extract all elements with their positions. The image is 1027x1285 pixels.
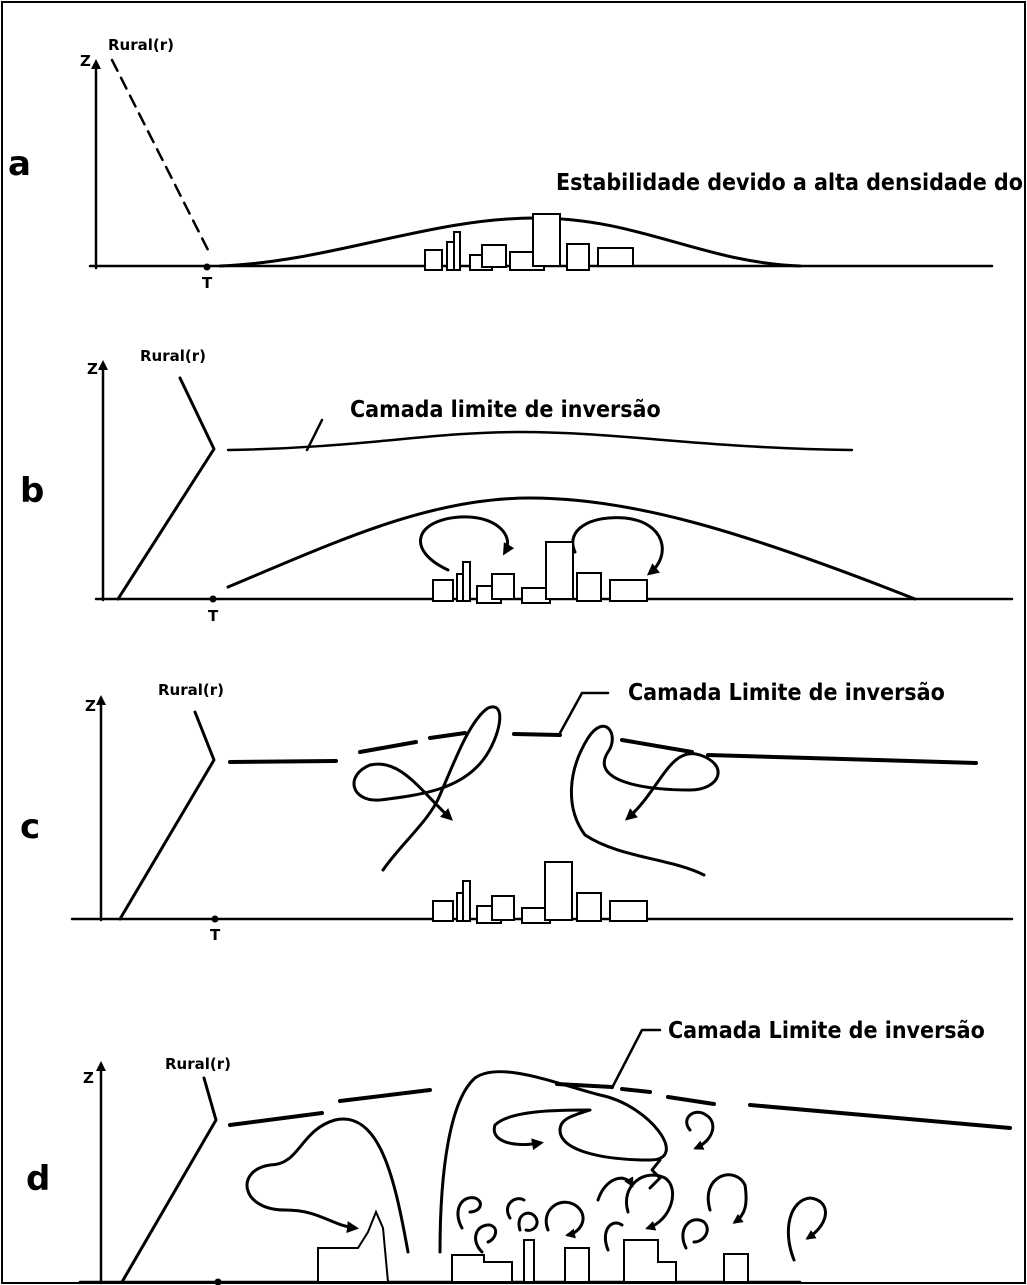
panel-c-z-label: Z [85,697,96,715]
panel-d-letter: d [26,1159,50,1199]
panel-d-turbulent-circulations [245,1070,827,1262]
panel-d-rural-label: Rural(r) [165,1055,231,1073]
panel-c-left-circulation [352,705,502,872]
panel-a-temp-label: T [202,274,213,292]
panel-c-city-skyline [432,861,648,924]
panel-c-rural-label: Rural(r) [158,681,224,699]
panel-c-rural-profile [118,710,216,921]
panel-c-inversion-line [228,731,978,765]
panel-c-temp-marker [211,915,219,923]
panel-b-left-circulation-arrow [419,515,515,572]
panel-a-z-label: Z [80,52,91,70]
panel-b-rural-profile [116,376,216,601]
panel-b-heat-dome [226,496,917,601]
panel-d-city-skyline [317,1209,749,1283]
panel-d-rural-profile [120,1076,218,1284]
panel-b-rural-label: Rural(r) [140,347,206,365]
panel-a-city-skyline [424,213,634,271]
panel-d-caption: Camada Limite de inversão [668,1018,985,1044]
panel-b: b Z Rural(r) T Camada limite de inversão [20,347,1014,625]
panel-a-letter: a [8,144,31,184]
panel-b-city-skyline [432,541,648,604]
panel-c-right-circulation [569,724,720,877]
panel-b-temp-label: T [208,607,219,625]
panel-d-z-label: Z [83,1069,94,1087]
panel-b-inversion-line [226,430,854,452]
panel-c-caption: Camada Limite de inversão [628,680,945,706]
panel-c: c Z Rural(r) T Camada Limite de inversão [20,680,1014,944]
panel-b-caption-leader [305,418,324,452]
panel-b-letter: b [20,471,44,511]
panel-c-temp-label: T [210,926,221,944]
panel-a-caption: Estabilidade devido a alta densidade do … [556,170,1027,196]
panel-a-rural-label: Rural(r) [108,36,174,54]
panel-a-rural-profile [110,58,210,252]
panel-d-temp-marker [214,1278,222,1285]
panel-d-caption-leader [610,1028,662,1090]
panel-b-caption: Camada limite de inversão [350,397,661,423]
panel-b-z-label: Z [87,360,98,378]
panel-d: d Z Rural(r) Camada Limite de inversão [26,1018,1012,1285]
panel-b-temp-marker [209,595,217,603]
panel-c-letter: c [20,807,40,847]
panel-b-right-circulation-arrow [571,516,664,576]
panel-a: a Z Rural(r) T Estabilidade devido a alt… [8,36,1027,292]
panel-d-inversion-line [228,1082,1012,1130]
panel-c-caption-leader [558,691,610,735]
panel-a-temp-marker [203,263,211,271]
